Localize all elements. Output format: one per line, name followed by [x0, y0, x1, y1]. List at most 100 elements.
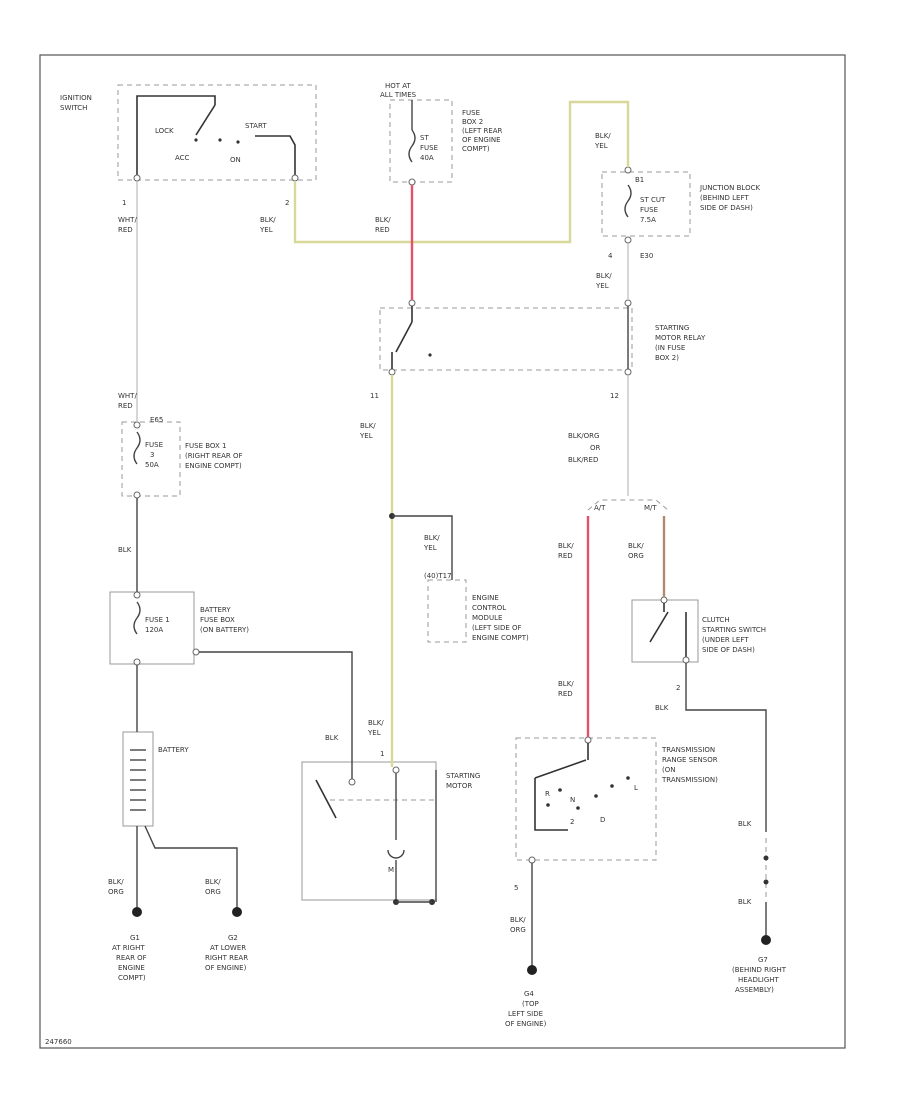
fuse1-label-1: FUSE 1	[145, 616, 170, 624]
range-r: R	[545, 790, 550, 798]
at-label: A/T	[594, 504, 606, 512]
fuse-box-1: E65 FUSE BOX 1 (RIGHT REAR OF ENGINE COM…	[121, 416, 243, 499]
battery-fuse-box-label-3: (ON BATTERY)	[200, 626, 249, 634]
clutch-pin-2: 2	[676, 684, 680, 692]
relay-pin-11: 11	[370, 392, 379, 400]
wire-blk-yel-sm2-a: BLK/	[368, 719, 384, 727]
g1-label-3: REAR OF	[116, 954, 147, 962]
g7-label-2: (BEHIND RIGHT	[732, 966, 787, 974]
fuse-box1-label-2: (RIGHT REAR OF	[185, 452, 243, 460]
ign-pin-2: 2	[285, 199, 289, 207]
wire-blk-1: BLK	[118, 546, 132, 554]
starting-motor-pin-1: 1	[380, 750, 384, 758]
junction-pin-e30: E30	[640, 252, 653, 260]
fuse-box2-label-2: BOX 2	[462, 118, 483, 126]
battery: BATTERY	[122, 731, 189, 827]
junction-block-label-3: SIDE OF DASH)	[700, 204, 753, 212]
trans-range-label-1: TRANSMISSION	[661, 746, 715, 754]
wire-blk-red-tr-a: BLK/	[558, 542, 574, 550]
g7-label-3: HEADLIGHT	[738, 976, 780, 984]
lock-label: LOCK	[155, 127, 174, 135]
acc-label: ACC	[175, 154, 190, 162]
wire-wht-red-2a: WHT/	[118, 392, 137, 400]
engine-control-module: (40)T17 ENGINE CONTROL MODULE (LEFT SIDE…	[424, 572, 529, 643]
wire-blk-yel-relay-b: YEL	[595, 282, 609, 290]
g4-label-1: G4	[524, 990, 534, 998]
st-fuse-label-1: ST	[420, 134, 429, 142]
starting-motor-m-term: M	[388, 866, 394, 874]
trans-pin-5: 5	[514, 884, 518, 892]
junction-block-label-2: (BEHIND LEFT	[700, 194, 749, 202]
fuse-box2-label-5: COMPT)	[462, 145, 490, 153]
wire-blk-cl2: BLK	[738, 820, 752, 828]
st-cut-label-2: FUSE	[640, 206, 658, 214]
ground-g4: G4 (TOP LEFT SIDE OF ENGINE)	[505, 965, 547, 1028]
fuse-box1-label-1: FUSE BOX 1	[185, 442, 226, 450]
relay-label-3: (IN FUSE	[655, 344, 685, 352]
wire-wht-red-1b: RED	[118, 226, 133, 234]
wire-blk-red-st-a: BLK/	[375, 216, 391, 224]
wire-blk-org-or-1: BLK/ORG	[568, 432, 599, 440]
ignition-switch-label-1: IGNITION	[60, 94, 92, 102]
junction-block-label-1: JUNCTION BLOCK	[699, 184, 760, 192]
range-n: N	[570, 796, 575, 804]
fuse-box-2: HOT AT ALL TIMES FUSE BOX 2 (LEFT REAR O…	[380, 82, 503, 186]
wire-blk-org-g2b: ORG	[205, 888, 221, 896]
g1-label-1: G1	[130, 934, 140, 942]
st-cut-label-1: ST CUT	[640, 196, 666, 204]
wire-blk-org-tr-b: ORG	[510, 926, 526, 934]
wire-blk-cl3: BLK	[738, 898, 752, 906]
wire-blk-red-st-b: RED	[375, 226, 390, 234]
ecm-label-2: CONTROL	[472, 604, 506, 612]
wire-wht-red-2b: RED	[118, 402, 133, 410]
wire-blk-red-tr2-a: BLK/	[558, 680, 574, 688]
mt-label: M/T	[644, 504, 657, 512]
hot-at-label-1: HOT AT	[385, 82, 412, 90]
g7-label-1: G7	[758, 956, 768, 964]
g4-label-3: LEFT SIDE	[508, 1010, 543, 1018]
ignition-switch-label-2: SWITCH	[60, 104, 87, 112]
starting-motor-relay: STARTING MOTOR RELAY (IN FUSE BOX 2) 11 …	[370, 299, 706, 400]
ign-pin-1: 1	[122, 199, 126, 207]
clutch-label-3: (UNDER LEFT	[702, 636, 749, 644]
fuse-small-label-3: 50A	[145, 461, 159, 469]
wire-blk-org-g1a: BLK/	[108, 878, 124, 886]
g7-label-4: ASSEMBLY)	[735, 986, 774, 994]
ignition-switch: IGNITION SWITCH LOCK ACC ON START 1 2	[60, 84, 317, 207]
ecm-label-1: ENGINE	[472, 594, 499, 602]
relay-label-1: STARTING	[655, 324, 689, 332]
figure-id: 247660	[45, 1038, 72, 1046]
clutch-label-2: STARTING SWITCH	[702, 626, 766, 634]
range-d: D	[600, 816, 605, 824]
g2-label-2: AT LOWER	[210, 944, 246, 952]
wire-blk-org-cl-a: BLK/	[628, 542, 644, 550]
clutch-label-1: CLUTCH	[702, 616, 730, 624]
on-label: ON	[230, 156, 241, 164]
hot-at-label-2: ALL TIMES	[380, 91, 417, 99]
ecm-label-4: (LEFT SIDE OF	[472, 624, 522, 632]
wire-blk-red-tr2-b: RED	[558, 690, 573, 698]
battery-fuse-box-label-2: FUSE BOX	[200, 616, 235, 624]
g1-label-4: ENGINE	[118, 964, 145, 972]
junction-pin-4: 4	[608, 252, 613, 260]
g2-label-1: G2	[228, 934, 238, 942]
wire-blk-red-tr-b: RED	[558, 552, 573, 560]
diagram-frame	[39, 54, 846, 1049]
fuse-small-label-1: FUSE	[145, 441, 163, 449]
wire-blk-org-g1b: ORG	[108, 888, 124, 896]
wire-blk-yel-ecm-a: BLK/	[424, 534, 440, 542]
wire-blk-yel-sm-b: YEL	[359, 432, 373, 440]
fuse-box2-label-4: OF ENGINE	[462, 136, 501, 144]
wire-blk-yel-sm-a: BLK/	[360, 422, 376, 430]
trans-range-label-2: RANGE SENSOR	[662, 756, 718, 764]
g2-label-3: RIGHT REAR	[205, 954, 248, 962]
starting-motor-label-2: MOTOR	[446, 782, 472, 790]
ecm-label-5: ENGINE COMPT)	[472, 634, 529, 642]
wire-blk-yel-relay-a: BLK/	[596, 272, 612, 280]
fuse-box2-label-1: FUSE	[462, 109, 480, 117]
fuse-box2-label-3: (LEFT REAR	[462, 127, 503, 135]
relay-pin-12: 12	[610, 392, 619, 400]
ecm-pin: (40)T17	[424, 572, 452, 580]
g1-label-5: COMPT)	[118, 974, 146, 982]
junction-block: JUNCTION BLOCK (BEHIND LEFT SIDE OF DASH…	[601, 166, 760, 260]
